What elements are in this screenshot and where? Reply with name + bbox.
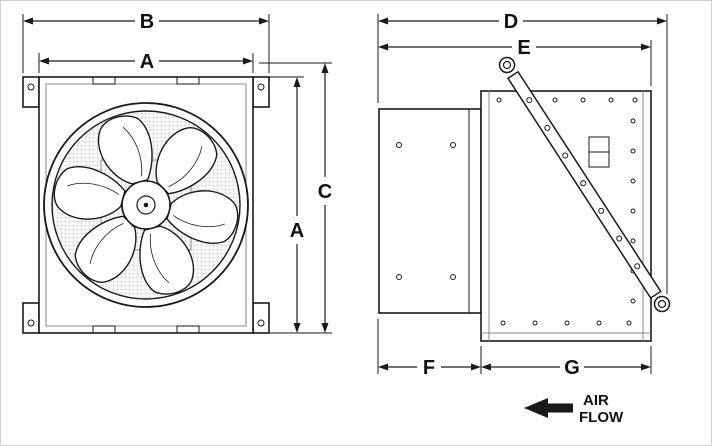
air-flow-label-air: AIR bbox=[583, 392, 609, 409]
inlet-panel bbox=[378, 108, 482, 314]
fan-front-view: B A A C bbox=[22, 11, 332, 334]
cabinet-nameplate bbox=[588, 136, 610, 168]
dim-label-f: F bbox=[423, 357, 435, 379]
fan-side-view: D E F G bbox=[377, 11, 671, 426]
dim-inlet-depth: F bbox=[377, 319, 482, 379]
dim-label-b: B bbox=[140, 11, 154, 33]
fan-cabinet bbox=[480, 90, 652, 342]
dim-overall-width: B bbox=[22, 11, 270, 73]
dim-label-c: C bbox=[318, 181, 332, 203]
dim-overall-length: D bbox=[377, 11, 668, 294]
dim-overall-height: C bbox=[259, 62, 332, 333]
dim-cabinet-depth: G bbox=[481, 346, 652, 379]
dim-label-d: D bbox=[504, 11, 518, 33]
air-flow-arrow-shaft bbox=[548, 403, 573, 413]
dim-label-a-height: A bbox=[290, 220, 304, 242]
fan-hub bbox=[121, 180, 171, 230]
dim-panel-width: A bbox=[38, 51, 254, 73]
air-flow-arrow bbox=[524, 398, 548, 418]
dim-label-g: G bbox=[564, 357, 580, 379]
mounting-flanges bbox=[22, 76, 270, 334]
brace-eyelet-bottom bbox=[653, 295, 671, 313]
dim-label-e: E bbox=[517, 37, 530, 59]
support-brace bbox=[498, 56, 671, 313]
dim-label-a-width: A bbox=[140, 51, 154, 73]
air-flow-indicator: AIR FLOW bbox=[524, 392, 624, 426]
brace-eyelet-top bbox=[498, 56, 516, 74]
air-flow-label-flow: FLOW bbox=[579, 409, 624, 426]
dim-housing-length: E bbox=[378, 37, 652, 86]
dim-panel-height: A bbox=[257, 76, 332, 334]
